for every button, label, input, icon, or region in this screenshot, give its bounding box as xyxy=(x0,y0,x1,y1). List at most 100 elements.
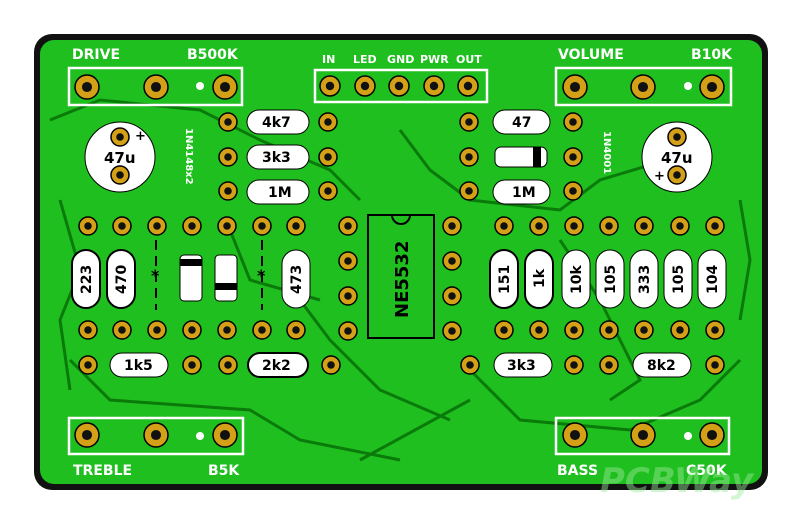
cap-pad xyxy=(252,320,272,340)
cap-pad xyxy=(564,216,584,236)
label-out: OUT xyxy=(456,53,482,66)
cap-pad xyxy=(494,320,514,340)
cap-right: 47u + xyxy=(641,121,713,193)
svg-text:47: 47 xyxy=(512,115,531,131)
pot-pad xyxy=(74,422,100,448)
svg-text:3k3: 3k3 xyxy=(262,150,291,166)
diode-1n4001 xyxy=(494,146,548,168)
cap-pad xyxy=(286,320,306,340)
cap-1k: 1k xyxy=(524,249,554,309)
cap-pad xyxy=(252,216,272,236)
label-diodes-left: 1N4148x2 xyxy=(183,128,194,185)
cap-pad xyxy=(670,320,690,340)
resistor-pad xyxy=(182,355,202,375)
pot-pad xyxy=(143,74,169,100)
diode-star-2: * xyxy=(257,240,266,310)
resistor-pad xyxy=(78,355,98,375)
io-header-outline xyxy=(313,68,489,104)
resistor-3k3-bot: 3k3 xyxy=(493,352,553,378)
svg-text:1M: 1M xyxy=(268,185,292,201)
resistor-pad xyxy=(218,147,238,167)
resistor-4k7: 4k7 xyxy=(246,109,310,135)
svg-text:47u: 47u xyxy=(104,149,136,167)
cap-105a: 105 xyxy=(595,249,625,309)
cap-pad xyxy=(564,320,584,340)
cap-pad xyxy=(667,127,687,147)
resistor-pad xyxy=(563,181,583,201)
label-c50k: C50K xyxy=(686,463,728,479)
svg-text:47u: 47u xyxy=(661,149,693,167)
header-pad xyxy=(423,75,445,97)
pot-drive xyxy=(67,66,244,107)
resistor-1k5: 1k5 xyxy=(109,352,169,378)
cap-pad xyxy=(599,320,619,340)
svg-text:+: + xyxy=(654,169,665,184)
svg-text:223: 223 xyxy=(79,265,95,294)
resistor-1m-left: 1M xyxy=(246,179,310,205)
pot-pad xyxy=(74,74,100,100)
svg-text:470: 470 xyxy=(114,265,130,294)
cap-pad xyxy=(670,216,690,236)
svg-text:473: 473 xyxy=(289,265,305,294)
resistor-pad xyxy=(459,147,479,167)
pot-volume xyxy=(554,66,733,107)
cap-pad xyxy=(634,320,654,340)
cap-pad xyxy=(110,127,130,147)
cap-pad xyxy=(182,216,202,236)
cap-pad xyxy=(147,320,167,340)
svg-text:8k2: 8k2 xyxy=(647,358,676,374)
resistor-pad xyxy=(459,112,479,132)
cap-pad xyxy=(634,216,654,236)
cap-pad xyxy=(217,216,237,236)
pot-pad xyxy=(630,74,656,100)
cap-pad xyxy=(529,216,549,236)
resistor-pad xyxy=(321,355,341,375)
svg-text:1k: 1k xyxy=(532,268,548,288)
resistor-pad xyxy=(318,181,338,201)
header-pad xyxy=(354,75,376,97)
pot-pad xyxy=(562,74,588,100)
diode-b xyxy=(214,254,238,302)
pot-pad xyxy=(562,422,588,448)
resistor-pad xyxy=(218,112,238,132)
cap-pad xyxy=(182,320,202,340)
svg-text:3k3: 3k3 xyxy=(507,358,536,374)
label-led: LED xyxy=(353,53,377,66)
resistor-pad xyxy=(599,355,619,375)
label-b5k: B5K xyxy=(208,463,240,479)
label-drive: DRIVE xyxy=(72,47,120,63)
ic-pad xyxy=(338,286,358,306)
resistor-47: 47 xyxy=(492,109,551,135)
pot-bass xyxy=(554,416,731,456)
cap-10k: 10k xyxy=(561,249,591,309)
cap-223: 223 xyxy=(71,249,101,309)
label-b10k: B10K xyxy=(691,47,733,63)
cap-473: 473 xyxy=(281,249,311,309)
resistor-8k2: 8k2 xyxy=(632,352,692,378)
ic-pad xyxy=(442,321,462,341)
cap-pad xyxy=(78,216,98,236)
pads xyxy=(74,74,725,448)
cap-pad xyxy=(286,216,306,236)
cap-pad xyxy=(112,216,132,236)
resistor-pad xyxy=(218,181,238,201)
pot-pad xyxy=(143,422,169,448)
pot-pad xyxy=(699,422,725,448)
cap-104: 104 xyxy=(697,249,727,309)
pot-pad xyxy=(699,74,725,100)
cap-pad xyxy=(667,165,687,185)
label-pwr: PWR xyxy=(420,53,449,66)
traces xyxy=(49,98,752,462)
diode-star-1: * xyxy=(151,240,160,310)
resistor-pad xyxy=(563,147,583,167)
cap-pad xyxy=(599,216,619,236)
cap-pad xyxy=(494,216,514,236)
cap-pad xyxy=(147,216,167,236)
cap-pad xyxy=(705,216,725,236)
resistor-pad xyxy=(705,355,725,375)
resistor-pad xyxy=(218,355,238,375)
cap-left: 47u + xyxy=(84,121,156,193)
diode-a xyxy=(179,254,203,302)
label-diode-right: 1N4001 xyxy=(601,131,612,174)
resistor-1m-right: 1M xyxy=(492,179,551,205)
